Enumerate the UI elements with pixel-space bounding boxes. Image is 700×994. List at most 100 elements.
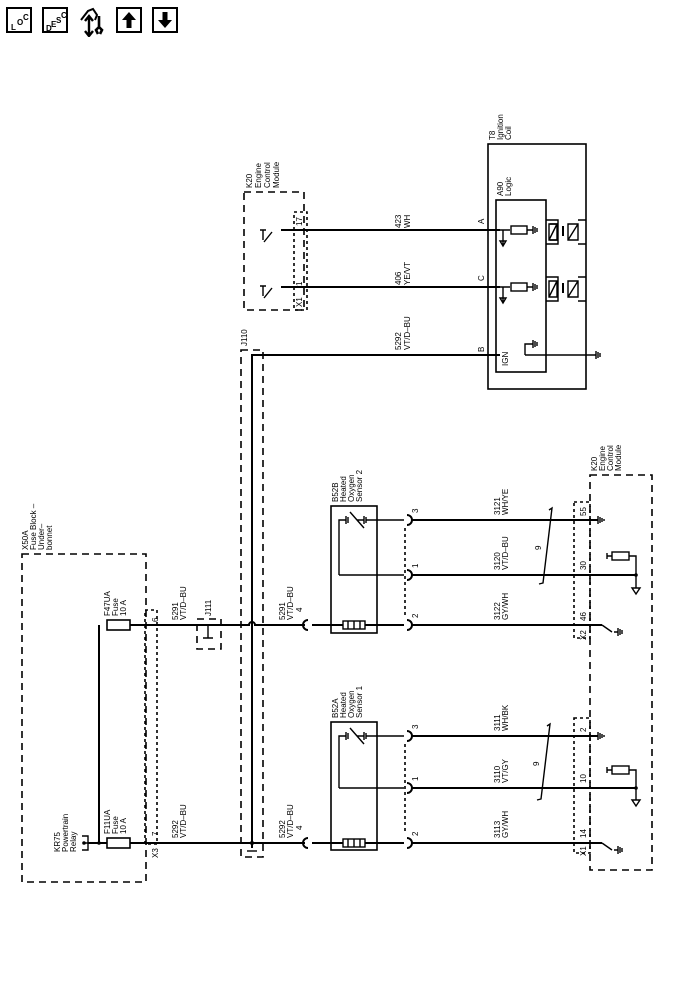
- wire-3111-circuit: 3111: [493, 714, 502, 731]
- fuse-f11ua-icon: [106, 837, 131, 849]
- wire-5291-circuit: 5291: [278, 602, 287, 620]
- loc-button[interactable]: L O C: [6, 7, 32, 33]
- j110-splice: J110 5292 VT/D–BU: [240, 316, 500, 858]
- switch-icon: [601, 624, 623, 636]
- connector-terminal-icon: [406, 730, 413, 849]
- coil-pin-b: B: [477, 347, 486, 352]
- shield-label: 9: [532, 761, 541, 766]
- f11ua-label: F11UA: [103, 809, 112, 834]
- shield-icon: [538, 506, 553, 585]
- b52b-pin-2: 2: [411, 613, 420, 618]
- wire-3121-color: WH/YE: [501, 489, 510, 515]
- connector-tool-button[interactable]: [78, 7, 106, 38]
- wire-5292-coil[interactable]: [251, 354, 500, 848]
- pin-17-label: 17: [295, 217, 304, 226]
- sensor-cell-icon: [349, 511, 404, 529]
- arrow-down-icon: [629, 555, 642, 596]
- pin-1-label: 1: [295, 281, 304, 286]
- t8-label: T8: [488, 130, 497, 140]
- wire-5292-color: VT/D–BU: [286, 804, 295, 838]
- k20-bottom-label: Control: [606, 445, 615, 471]
- b52b-label: B52B: [331, 482, 340, 502]
- wire-3110-circuit: 3110: [493, 765, 502, 783]
- connector-terminal-icon: [406, 514, 413, 631]
- wire-3113-circuit: 3113: [493, 820, 502, 838]
- arrow-down-icon: [498, 286, 510, 305]
- b52a-pin-2: 2: [411, 831, 420, 836]
- switch-icon: [601, 842, 623, 854]
- f11ua-label: Fuse: [111, 816, 120, 834]
- x50a-outline: [21, 553, 147, 883]
- b52b-label: Oxygen: [347, 474, 356, 502]
- b52a-label: Oxygen: [347, 690, 356, 718]
- x50a-fuse-block: X50A Fuse Block – Under– bonnet 6 7 X3 F…: [21, 503, 160, 883]
- wire-5291-circuit: 5291: [171, 602, 180, 620]
- ground-icon: [527, 283, 538, 291]
- fuse-f47ua-icon: [106, 619, 131, 631]
- wire-5292-color: VT/D–BU: [179, 804, 188, 838]
- ground-icon: [524, 340, 601, 359]
- b52b-pin-4: 4: [295, 607, 304, 612]
- switch-icon: [260, 285, 273, 299]
- wire-5291-color: VT/D–BU: [179, 586, 188, 620]
- loc-letter: L: [11, 23, 16, 32]
- b52a-pin-1: 1: [411, 776, 420, 781]
- svg-text:Module: Module: [272, 161, 281, 188]
- k20-bottom-label: K20: [590, 456, 599, 471]
- k20-bottom-label: Engine: [598, 446, 607, 471]
- loc-letter: C: [23, 13, 29, 22]
- j110-outline: [240, 349, 264, 858]
- coil-pin-a: A: [477, 218, 486, 224]
- wire-3120-color: VT/D–BU: [501, 536, 510, 570]
- previous-button[interactable]: [116, 7, 142, 33]
- j110-label: J110: [240, 329, 249, 346]
- b52b-sensor-2: B52B Heated Oxygen Sensor 2 4 3 1 2: [295, 469, 420, 634]
- x3-pin-7: 7: [151, 831, 160, 836]
- b52a-pin-3: 3: [411, 724, 420, 729]
- wire-5291[interactable]: [130, 621, 305, 626]
- b52b-label: Sensor 2: [355, 469, 364, 502]
- k20-top-label-line: Module: [272, 161, 281, 188]
- b52a-label: B52A: [331, 698, 340, 718]
- resistor-icon: [510, 225, 528, 235]
- b52a-pin-4: 4: [295, 825, 304, 830]
- x3-pin-6: 6: [151, 617, 160, 622]
- coil-winding-icon: [546, 276, 559, 302]
- wire-423-color: WH: [403, 214, 412, 228]
- ground-icon: [597, 516, 605, 524]
- wire-3122-color: GY/WH: [501, 593, 510, 620]
- desc-letter: C: [61, 11, 67, 20]
- a90-logic-outline: [495, 199, 547, 373]
- t8-ignition-coil: T8 Ignition Coil A90 Logic IGN A C B: [477, 114, 601, 390]
- k20-top-module: K20 Engine Control Module 17 1 X1: [243, 161, 308, 311]
- x1-pin-14: 14: [579, 829, 588, 838]
- wire-423-circuit: 423: [394, 214, 403, 228]
- desc-button[interactable]: D E S C: [42, 7, 68, 33]
- wire-406-circuit: 406: [394, 271, 403, 285]
- j111-outline: [196, 618, 222, 650]
- t8-label: Ignition: [496, 114, 505, 140]
- f47ua-label: Fuse: [111, 598, 120, 616]
- connector-terminal-icon: [302, 619, 309, 631]
- ign-label: IGN: [501, 352, 510, 366]
- loc-letter: O: [17, 18, 24, 27]
- next-button[interactable]: [152, 7, 178, 33]
- b52b-pin-3: 3: [411, 508, 420, 513]
- k20-top-label-line: Control: [263, 162, 272, 188]
- desc-letter: S: [56, 16, 62, 25]
- f47ua-label: 10 A: [119, 599, 128, 616]
- k20-bottom-module: K20 Engine Control Module 55 30 46 X2 2 …: [573, 444, 653, 871]
- x2-pin-46: 46: [579, 612, 588, 621]
- resistor-icon: [611, 765, 630, 775]
- wire-3113-color: GY/WH: [501, 811, 510, 838]
- j111-label: J111: [204, 599, 213, 616]
- desc-letter: E: [51, 20, 57, 29]
- a90-label: Logic: [504, 177, 513, 196]
- shield-label: 9: [534, 545, 543, 550]
- x3-label: X3: [151, 848, 160, 858]
- arrow-down-icon: [158, 12, 172, 28]
- wire-5292-circuit: 5292: [278, 820, 287, 838]
- ground-icon: [597, 732, 605, 740]
- x50a-label: bonnet: [45, 525, 54, 550]
